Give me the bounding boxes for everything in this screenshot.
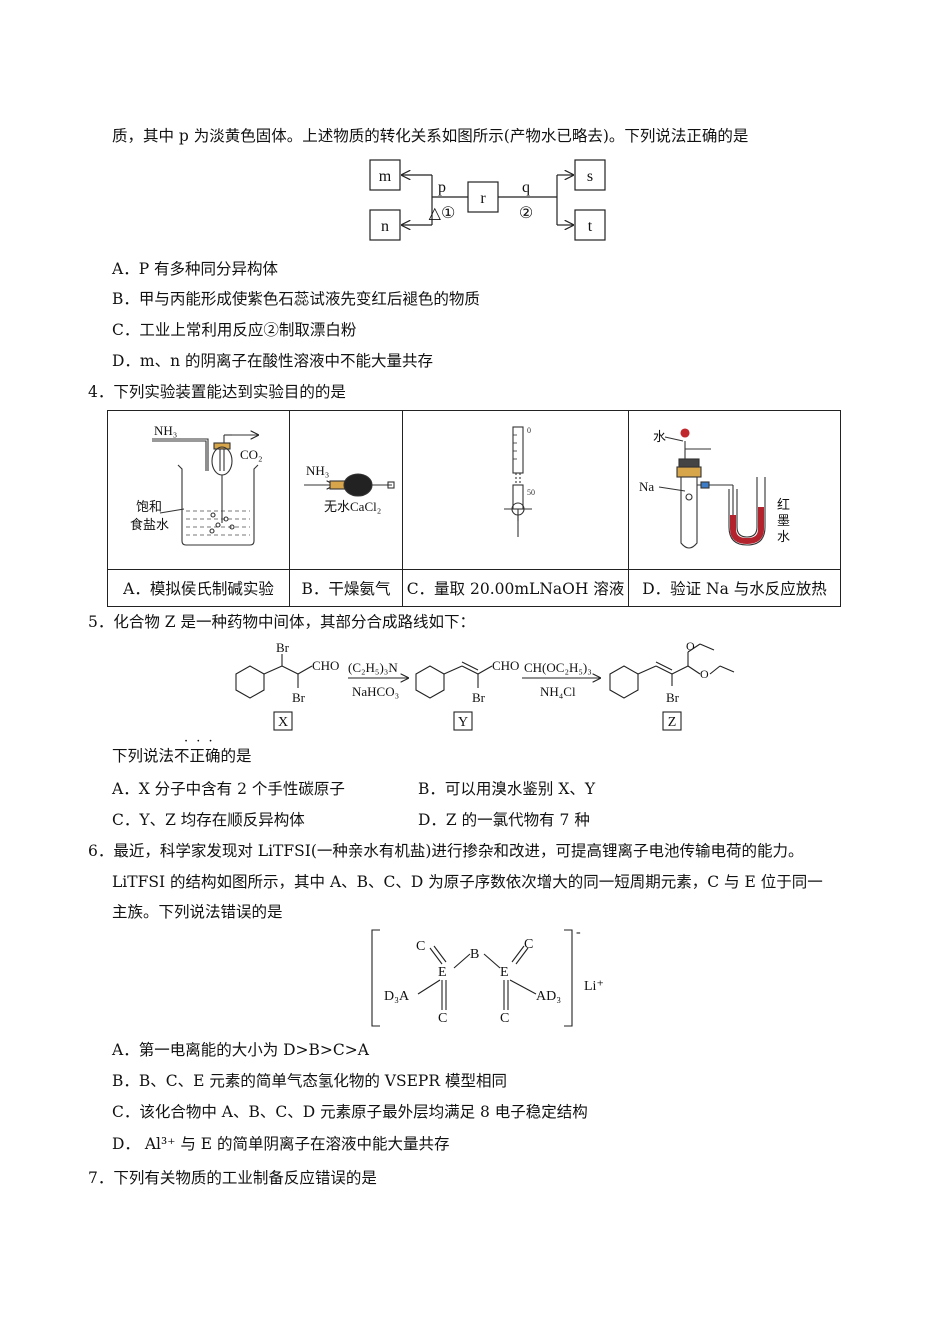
svg-text:C: C — [438, 1011, 447, 1026]
caption-c: C．量取 20.00mLNaOH 溶液 — [402, 569, 629, 607]
q6-option-a: A．第一电离能的大小为 D>B>C>A — [112, 1041, 369, 1059]
label-p: p — [438, 179, 446, 196]
charge-minus: - — [576, 925, 581, 940]
label-r: r — [480, 190, 486, 207]
q6-line-2: LiTFSI 的结构如图所示，其中 A、B、C、D 为原子序数依次增大的同一短周… — [112, 873, 823, 891]
q4-stem: 4．下列实验装置能达到实验目的的是 — [88, 383, 346, 401]
q3-option-c: C．工业上常利用反应②制取漂白粉 — [112, 321, 357, 339]
label-q: q — [522, 179, 530, 196]
q6-option-d: D． Al³⁺ 与 E 的简单阴离子在溶液中能大量共存 — [112, 1135, 450, 1153]
q3-continuation: 质，其中 p 为淡黄色固体。上述物质的转化关系如图所示(产物水已略去)。下列说法… — [112, 127, 749, 145]
label-ink-1: 红 — [777, 497, 790, 512]
svg-text:Br: Br — [666, 690, 680, 705]
caption-a: A．模拟侯氏制碱实验 — [107, 569, 290, 607]
svg-text:B: B — [470, 947, 479, 962]
q5-stem: 5．化合物 Z 是一种药物中间体，其部分合成路线如下： — [88, 613, 475, 631]
svg-text:50: 50 — [527, 488, 535, 497]
reagent-1-top: (C₂H₅)₃N — [348, 660, 398, 675]
svg-text:C: C — [500, 1011, 509, 1026]
q5-option-a: A．X 分子中含有 2 个手性碳原子 — [112, 780, 345, 798]
label-co2: CO₂ — [240, 447, 263, 462]
svg-text:E: E — [438, 965, 447, 980]
svg-text:CHO: CHO — [312, 658, 339, 673]
label-nh3-a: NH₃ — [154, 423, 177, 438]
q7-stem: 7．下列有关物质的工业制备反应错误的是 — [88, 1169, 377, 1187]
q3-option-b: B．甲与丙能形成使紫色石蕊试液先变红后褪色的物质 — [112, 290, 480, 308]
q3-option-d: D．m、n 的阴离子在酸性溶液中不能大量共存 — [112, 352, 434, 370]
svg-text:C: C — [524, 937, 533, 952]
label-nh3-b: NH₃ — [306, 463, 329, 478]
label-water: 水 — [653, 429, 666, 444]
q5-ask: 下列说法不正确的是 — [112, 747, 252, 765]
apparatus-b: NH₃ 无水CaCl₂ — [289, 410, 403, 570]
apparatus-a: NH₃ CO₂ 饱和 食盐水 — [107, 410, 290, 570]
box-n — [369, 209, 401, 241]
q6-line-1: 6．最近，科学家发现对 LiTFSI(一种亲水有机盐)进行掺杂和改进，可提高锂离… — [88, 842, 804, 860]
label-Z: Z — [668, 715, 677, 730]
group-d3a: D₃A — [384, 989, 410, 1004]
label-condition-1: △① — [429, 205, 456, 222]
svg-text:O: O — [700, 667, 709, 681]
svg-text:CHO: CHO — [492, 658, 519, 673]
label-saturated: 饱和 — [136, 499, 162, 514]
box-s — [574, 159, 606, 191]
apparatus-c: 0 50 — [402, 410, 629, 570]
box-m — [369, 159, 401, 191]
lithium-ion: Li⁺ — [584, 979, 604, 994]
label-s: s — [587, 168, 593, 185]
q5-synthesis-scheme: Br Br CHO (C₂H₅)₃N NaHCO₃ Br CHO CH(OC₂H… — [235, 639, 735, 731]
q4-apparatus-table: NH₃ CO₂ 饱和 食盐水 NH₃ 无水CaCl₂ — [107, 410, 841, 607]
svg-text:C: C — [416, 939, 425, 954]
label-m: m — [379, 168, 392, 185]
svg-text:O: O — [686, 639, 695, 653]
q6-litfsi-structure: C E B E C D₃A AD₃ C C - Li⁺ — [371, 925, 604, 1027]
svg-text:E: E — [500, 965, 509, 980]
q5-option-c: C．Y、Z 均存在顺反异构体 — [112, 811, 305, 829]
group-ad3: AD₃ — [536, 989, 561, 1004]
q6-option-b: B．B、C、E 元素的简单气态氢化物的 VSEPR 模型相同 — [112, 1072, 507, 1090]
box-t — [574, 209, 606, 241]
emphasis-dots: · · · — [184, 734, 215, 749]
reagent-2-top: CH(OC₂H₅)₃ — [524, 660, 592, 675]
label-Y: Y — [458, 715, 468, 730]
label-X: X — [278, 715, 288, 730]
label-n: n — [381, 218, 389, 235]
caption-b: B．干燥氨气 — [289, 569, 403, 607]
q6-option-c: C．该化合物中 A、B、C、D 元素原子最外层均满足 8 电子稳定结构 — [112, 1103, 588, 1121]
reagent-1-bottom: NaHCO₃ — [352, 684, 399, 699]
label-sodium: Na — [639, 479, 654, 494]
q3-transformation-diagram: m n r s t p △① q ② — [369, 159, 606, 241]
label-ink-3: 水 — [777, 529, 790, 544]
q5-option-b: B．可以用溴水鉴别 X、Y — [418, 780, 596, 798]
reagent-2-bottom: NH₄Cl — [540, 684, 576, 699]
label-condition-2: ② — [519, 205, 533, 222]
apparatus-d: 水 Na 红 墨 水 — [628, 410, 841, 570]
label-brine: 食盐水 — [130, 517, 169, 532]
svg-text:Br: Br — [276, 640, 290, 655]
svg-text:Br: Br — [292, 690, 306, 705]
svg-text:Br: Br — [472, 690, 486, 705]
svg-text:0: 0 — [527, 426, 531, 435]
caption-d: D．验证 Na 与水反应放热 — [628, 569, 841, 607]
label-anhydrous-cacl2: 无水CaCl₂ — [324, 499, 381, 514]
q6-line-3: 主族。下列说法错误的是 — [112, 903, 283, 921]
q3-option-a: A．P 有多种同分异构体 — [112, 260, 279, 278]
q5-option-d: D．Z 的一氯代物有 7 种 — [418, 811, 590, 829]
label-ink-2: 墨 — [777, 513, 790, 528]
label-t: t — [588, 218, 593, 235]
